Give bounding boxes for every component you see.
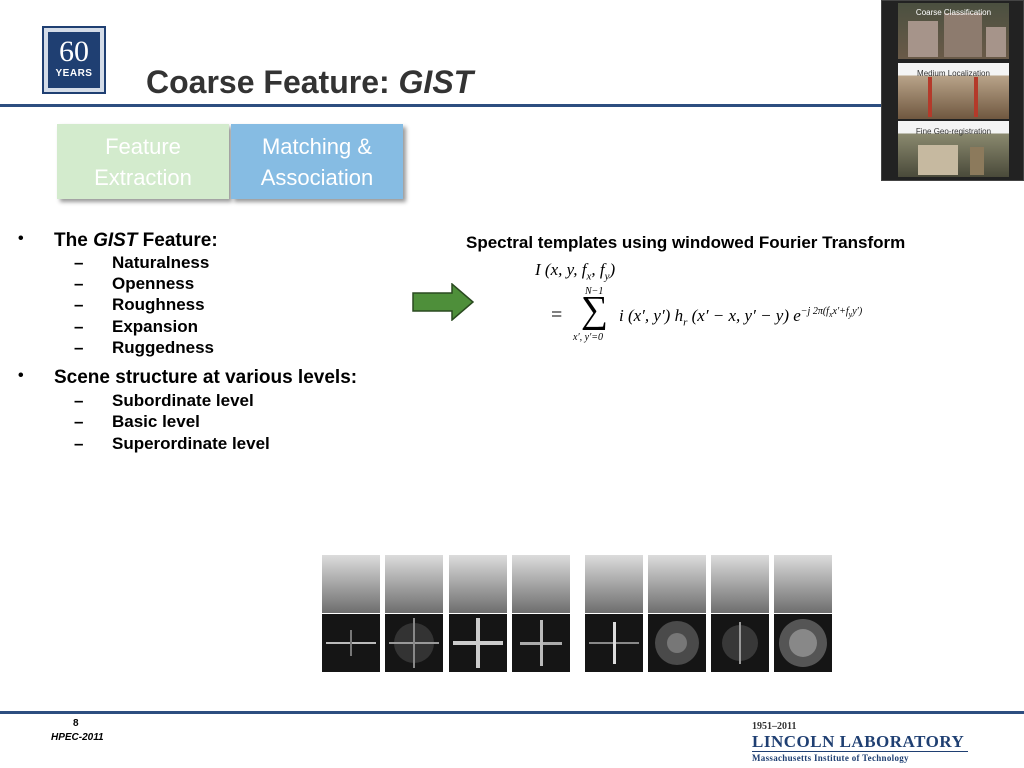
scene-photo (711, 555, 769, 613)
gist-formula: I (x, y, fx, fy) = N−1 ∑ x′, y′=0 i (x′,… (535, 260, 955, 350)
scene-photo (774, 555, 832, 613)
scene-photo (322, 555, 380, 613)
thumbnail-caption: Fine Geo-registration (915, 127, 992, 136)
formula-sum-upper: N−1 (585, 286, 604, 297)
thumbnail-coarse-classification: Coarse Classification (898, 3, 1009, 59)
title-main: Coarse Feature: (146, 64, 399, 100)
bullet-suffix: Feature: (137, 230, 218, 251)
logo-number: 60 (59, 35, 89, 68)
bullet-text: Scene structure at various levels: (54, 367, 358, 388)
formula-equals: = (551, 304, 563, 326)
spectral-template (585, 614, 643, 672)
sub-item: –Subordinate level (74, 391, 254, 410)
title-italic: GIST (398, 64, 474, 100)
spectral-template (774, 614, 832, 672)
formula-lhs: I (x, y, fx, fy) (535, 260, 616, 283)
sub-item: –Superordinate level (74, 434, 270, 453)
title-divider (0, 104, 882, 107)
bullet-prefix: The (54, 230, 94, 251)
formula-sum-symbol: ∑ (581, 289, 609, 331)
thumbnail-fine-geo-registration: Fine Geo-registration (898, 121, 1009, 177)
matching-association-step: Matching & Association (231, 124, 403, 199)
sub-item: –Naturalness (74, 253, 210, 272)
sub-item: –Ruggedness (74, 338, 215, 357)
matching-line-2: Association (260, 165, 374, 190)
right-arrow-icon (412, 283, 474, 321)
feature-extraction-step: Feature Extraction (57, 124, 229, 199)
page-number: 8 (73, 718, 79, 729)
spectral-template (449, 614, 507, 672)
thumbnail-medium-localization: Medium Localization (898, 63, 1009, 119)
conference-label: HPEC-2011 (51, 732, 104, 743)
scene-photo (385, 555, 443, 613)
bullet-dot: • (18, 230, 24, 247)
sub-item: –Roughness (74, 295, 205, 314)
scene-photo (449, 555, 507, 613)
sixty-years-logo: 60 YEARS (42, 26, 106, 94)
bullet-italic: GIST (93, 230, 138, 251)
lab-years: 1951–2011 (752, 721, 797, 732)
sub-item: –Expansion (74, 317, 198, 336)
bullet-gist-feature: • The GIST Feature: (18, 230, 218, 252)
matching-line-1: Matching & (261, 134, 373, 159)
spectral-caption: Spectral templates using windowed Fourie… (466, 233, 906, 252)
sub-item: –Basic level (74, 412, 200, 431)
formula-sum-lower: x′, y′=0 (573, 332, 603, 343)
feature-extraction-line-2: Extraction (94, 165, 192, 190)
feature-extraction-line-1: Feature (105, 134, 181, 159)
spectral-template (385, 614, 443, 672)
bullet-scene-structure: • Scene structure at various levels: (18, 367, 358, 389)
logo-label: YEARS (55, 68, 93, 79)
lab-divider (752, 751, 968, 752)
slide-title: Coarse Feature: GIST (146, 64, 473, 101)
formula-body: i (x′, y′) hr (x′ − x, y′ − y) e−j 2π(fx… (619, 306, 863, 329)
spectral-template (648, 614, 706, 672)
scene-photo (648, 555, 706, 613)
thumbnail-caption: Coarse Classification (915, 8, 992, 17)
scene-photo (585, 555, 643, 613)
thumbnail-caption: Medium Localization (917, 69, 990, 78)
footer-divider (0, 711, 1024, 714)
spectral-template (322, 614, 380, 672)
scene-photo (512, 555, 570, 613)
pipeline-thumbnails: Coarse Classification Medium Localizatio… (881, 0, 1024, 181)
lab-institute: Massachusetts Institute of Technology (752, 753, 909, 763)
spectral-template (512, 614, 570, 672)
spectral-template (711, 614, 769, 672)
lab-name: LINCOLN LABORATORY (752, 732, 965, 751)
sub-item: –Openness (74, 274, 195, 293)
bullet-dot: • (18, 367, 24, 384)
